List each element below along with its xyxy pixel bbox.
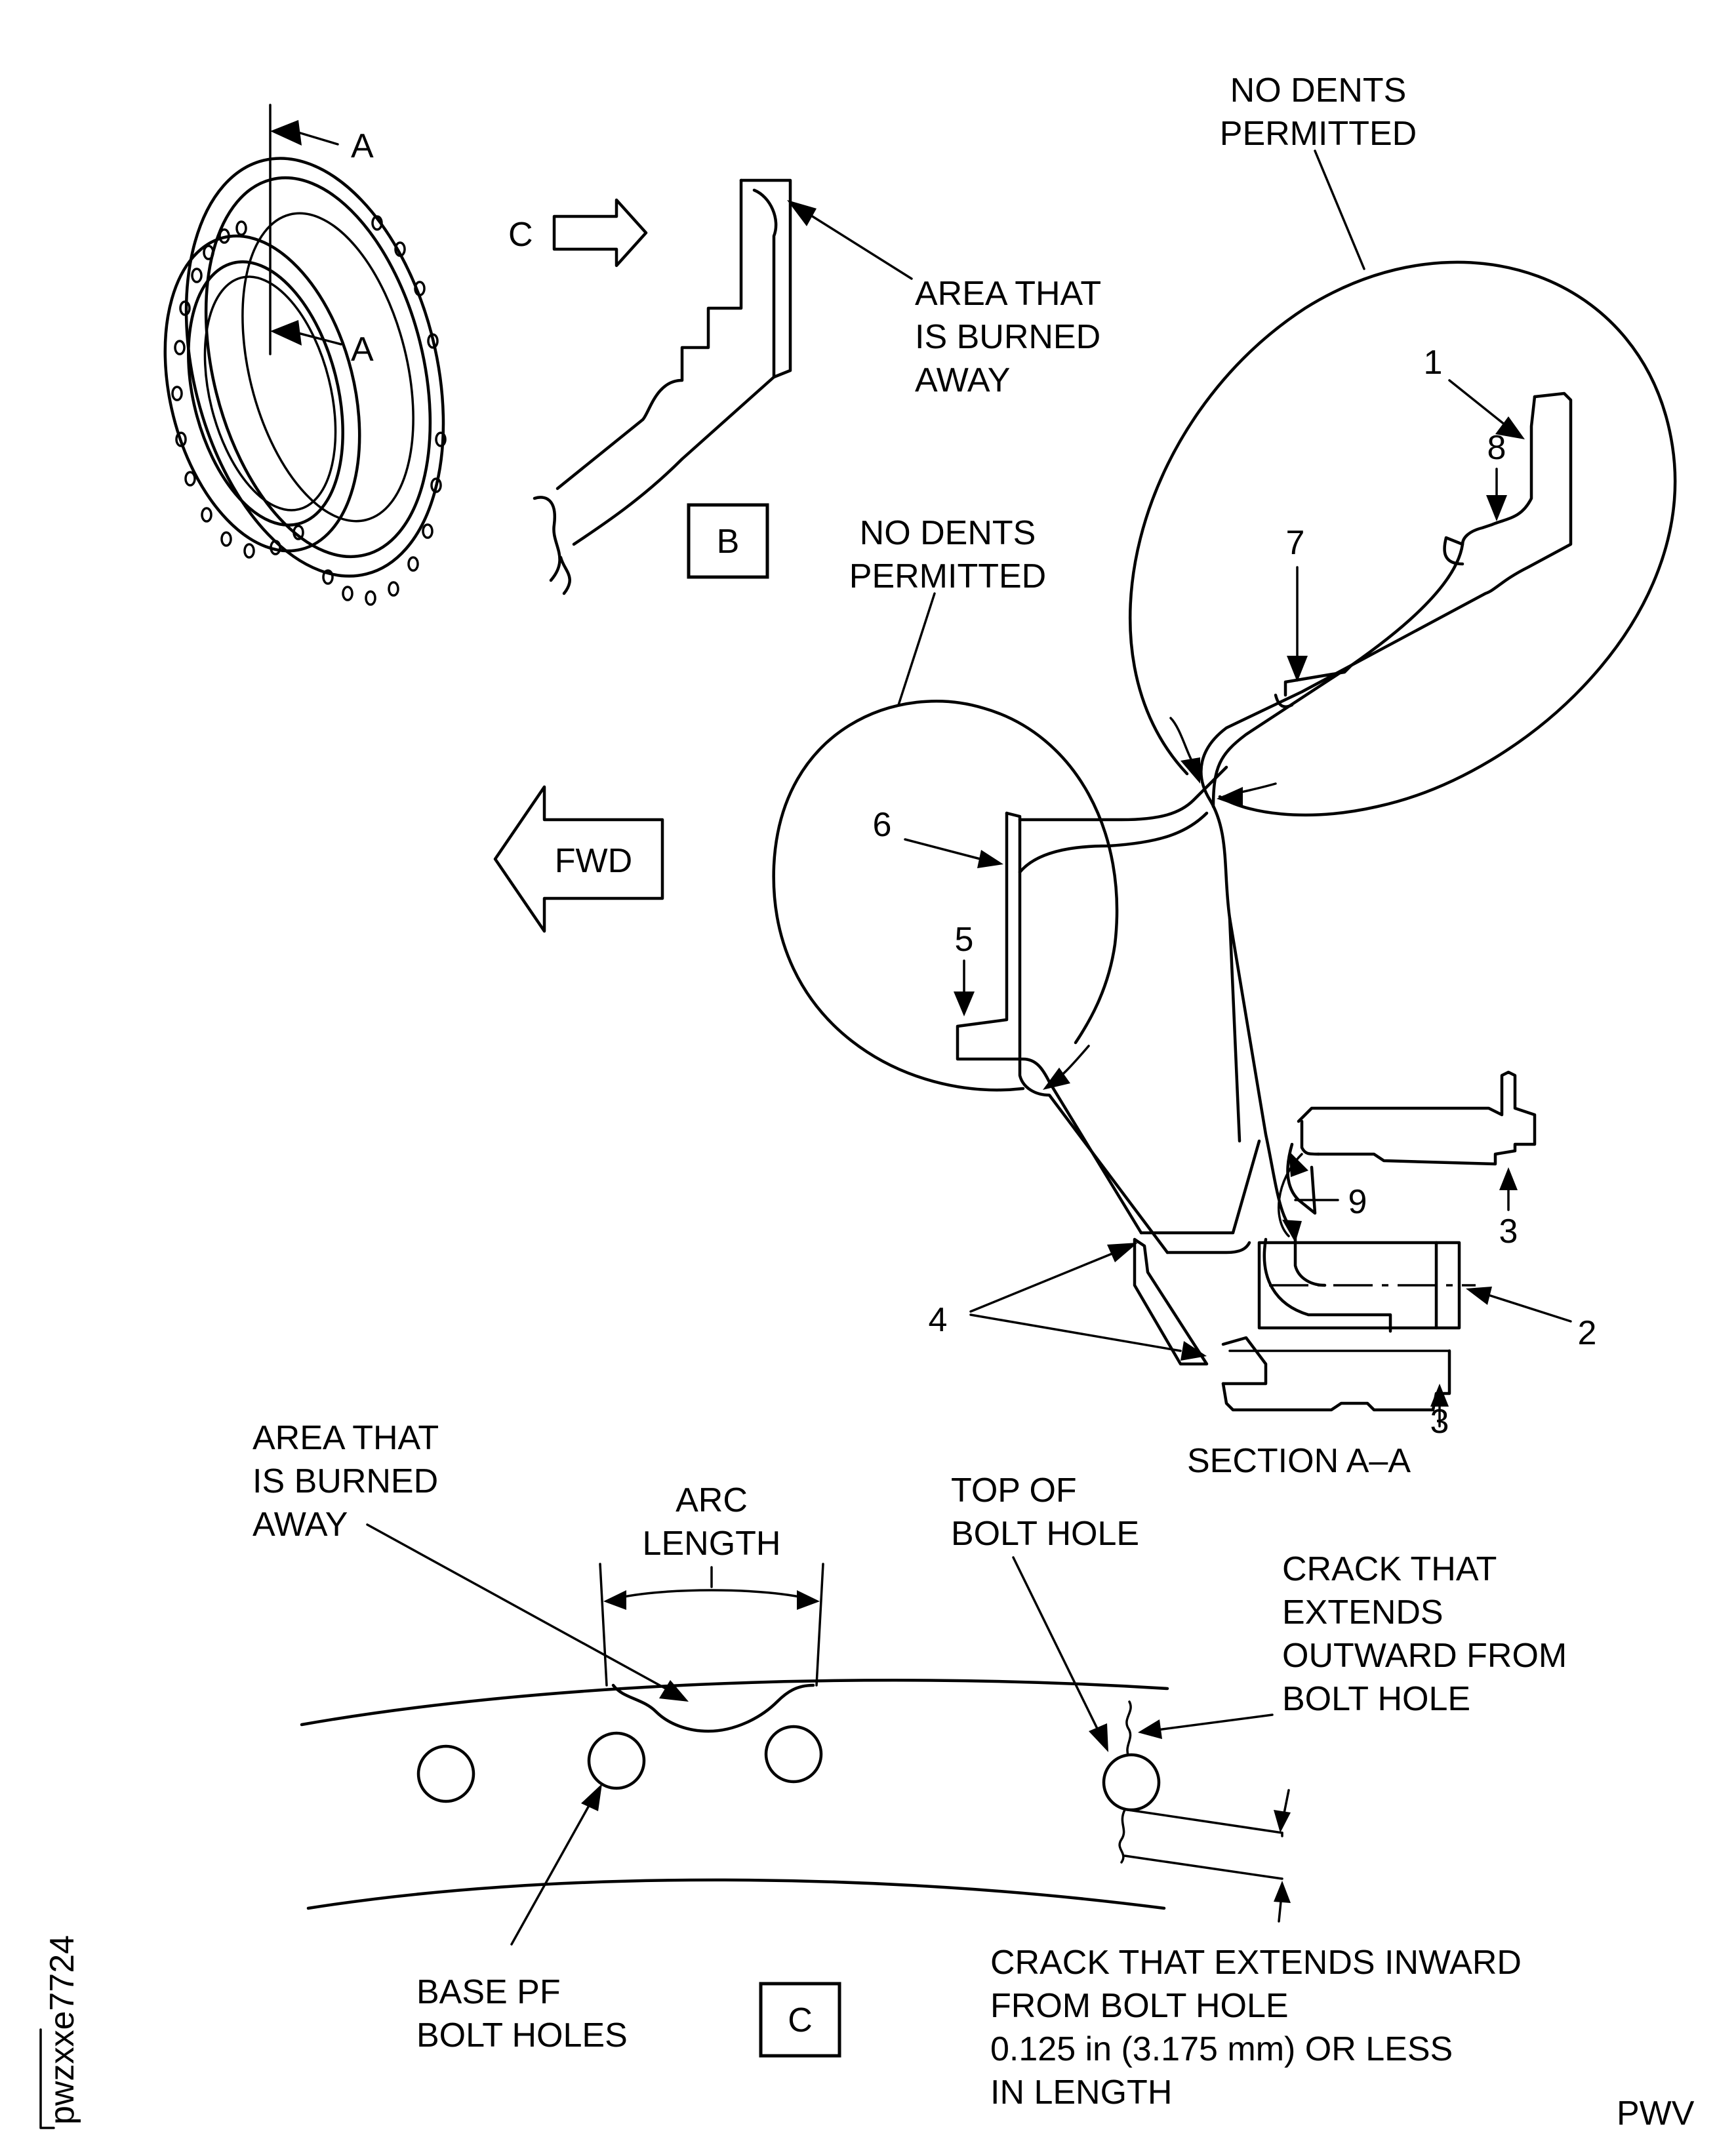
- fwd-label: FWD: [555, 842, 632, 880]
- base-bolt-line-1: BASE PF: [416, 1973, 561, 2011]
- svg-text:8: 8: [1487, 429, 1506, 467]
- c-burned-line-2: IS BURNED: [252, 1462, 438, 1500]
- section-label: SECTION A–A: [1187, 1442, 1411, 1480]
- lower-dent-note-line-1: NO DENTS: [860, 514, 1036, 552]
- bolt-hole-1: [416, 1744, 475, 1803]
- view-b-label: B: [717, 523, 740, 561]
- bolt-hole-cracked: [1102, 1753, 1161, 1812]
- crack-in-line-3: 0.125 in (3.175 mm) OR LESS: [990, 2030, 1453, 2068]
- upper-dent-note-line-1: NO DENTS: [1230, 71, 1407, 110]
- svg-text:9: 9: [1348, 1183, 1367, 1221]
- crack-in-line-2: FROM BOLT HOLE: [990, 1987, 1289, 2025]
- upper-dent-note-line-2: PERMITTED: [1220, 115, 1417, 153]
- bolt-hole-2: [587, 1731, 646, 1790]
- arc-length-line-2: LENGTH: [643, 1525, 781, 1563]
- b-burned-line-3: AWAY: [915, 361, 1010, 399]
- top-bolt-line-1: TOP OF: [951, 1472, 1077, 1510]
- base-bolt-line-2: BOLT HOLES: [416, 2016, 628, 2054]
- callout-4: 4: [929, 1243, 1207, 1361]
- flange-outer-edge: [300, 1679, 1169, 1727]
- lower-dent-note-line-2: PERMITTED: [849, 557, 1046, 595]
- section-a-a: NO DENTS PERMITTED NO DENTS PERMITTED FWD: [493, 71, 1677, 1480]
- view-c-direction-arrow: [552, 198, 648, 268]
- callout-8: 8: [1486, 429, 1507, 521]
- callout-2: 2: [1466, 1287, 1596, 1352]
- flange-inner-contour: [1200, 391, 1573, 1235]
- callout-3-upper: 3: [1499, 1167, 1518, 1251]
- crack-in-line-4: IN LENGTH: [990, 2073, 1172, 2112]
- c-burned-line-3: AWAY: [252, 1506, 348, 1544]
- crack-out-line-4: BOLT HOLE: [1282, 1680, 1470, 1718]
- footer-code: PWV: [1617, 2094, 1695, 2133]
- crack-in-line-1: CRACK THAT EXTENDS INWARD: [990, 1944, 1522, 1982]
- view-c-label: C: [788, 2001, 813, 2039]
- crack-out-line-2: EXTENDS: [1282, 1593, 1443, 1632]
- b-burned-line-2: IS BURNED: [915, 318, 1100, 356]
- callout-7: 7: [1286, 524, 1308, 682]
- top-bolt-line-2: BOLT HOLE: [951, 1515, 1139, 1553]
- section-marker-bottom: A: [351, 330, 374, 369]
- flange-inner-edge: [306, 1878, 1166, 1910]
- lower-no-dent-zone: [772, 700, 1119, 1092]
- section-marker-top: A: [351, 127, 374, 165]
- svg-text:3: 3: [1499, 1212, 1518, 1251]
- ring-view: A A: [163, 104, 447, 606]
- crack-out-line-1: CRACK THAT: [1282, 1550, 1497, 1588]
- figure-id: pwzxxe7724: [43, 1935, 81, 2125]
- fwd-direction-arrow: [493, 785, 664, 933]
- bolt-bore: [1257, 1241, 1461, 1330]
- ring-bolt-holes: [171, 215, 447, 606]
- svg-text:5: 5: [955, 921, 974, 959]
- svg-text:7: 7: [1286, 524, 1305, 562]
- view-c: AREA THAT IS BURNED AWAY ARC LENGTH TOP OF B…: [252, 1419, 1567, 2112]
- view-c-box: [759, 1982, 841, 2058]
- upper-no-dent-zone: [1128, 260, 1677, 817]
- callout-5: 5: [954, 921, 975, 1016]
- view-c-arrow-label: C: [508, 216, 533, 254]
- svg-text:2: 2: [1578, 1314, 1597, 1352]
- svg-text:1: 1: [1424, 344, 1443, 382]
- crack-out-line-3: OUTWARD FROM: [1282, 1637, 1567, 1675]
- view-b-box: [687, 503, 769, 579]
- callout-6: 6: [873, 806, 1003, 868]
- b-burned-line-1: AREA THAT: [915, 275, 1101, 313]
- svg-text:6: 6: [873, 806, 892, 844]
- callout-3-lower: 3: [1430, 1384, 1449, 1441]
- callout-1: 1: [1424, 344, 1525, 439]
- callout-9: 9: [1278, 1151, 1367, 1243]
- c-burned-line-1: AREA THAT: [252, 1419, 439, 1457]
- arc-length-line-1: ARC: [676, 1481, 748, 1519]
- bolt-hole-3: [764, 1725, 823, 1784]
- burned-away-area: [611, 1683, 815, 1733]
- figure-id-mark: pwzxxe7724: [39, 1935, 81, 2129]
- view-b: C AREA THAT IS BURNED AWAY B: [508, 178, 1101, 595]
- svg-text:4: 4: [929, 1301, 948, 1339]
